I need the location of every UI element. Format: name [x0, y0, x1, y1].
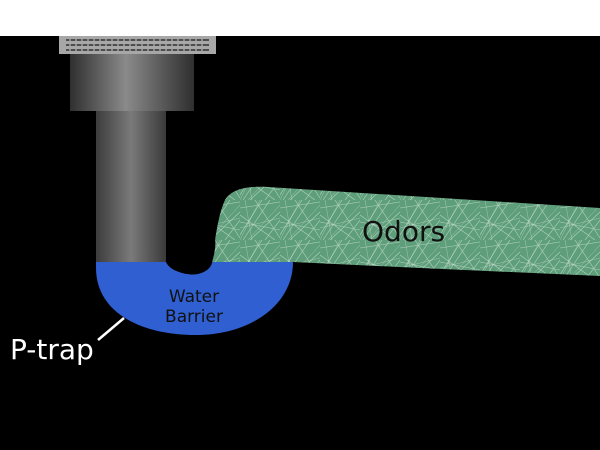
water-barrier [96, 262, 293, 335]
odors-label: Odors [362, 215, 445, 248]
water-barrier-label-line1: Water [169, 287, 219, 307]
ptrap-leader-line [97, 317, 125, 341]
drain-strainer [59, 36, 216, 54]
water-barrier-label-line2: Barrier [165, 307, 223, 327]
trap-dip [166, 232, 216, 274]
odor-outlet-pipe [212, 186, 600, 276]
drain-coupling [70, 54, 194, 111]
tailpiece-pipe [96, 111, 166, 262]
top-strip [0, 0, 600, 36]
ptrap-label: P-trap [10, 333, 94, 366]
